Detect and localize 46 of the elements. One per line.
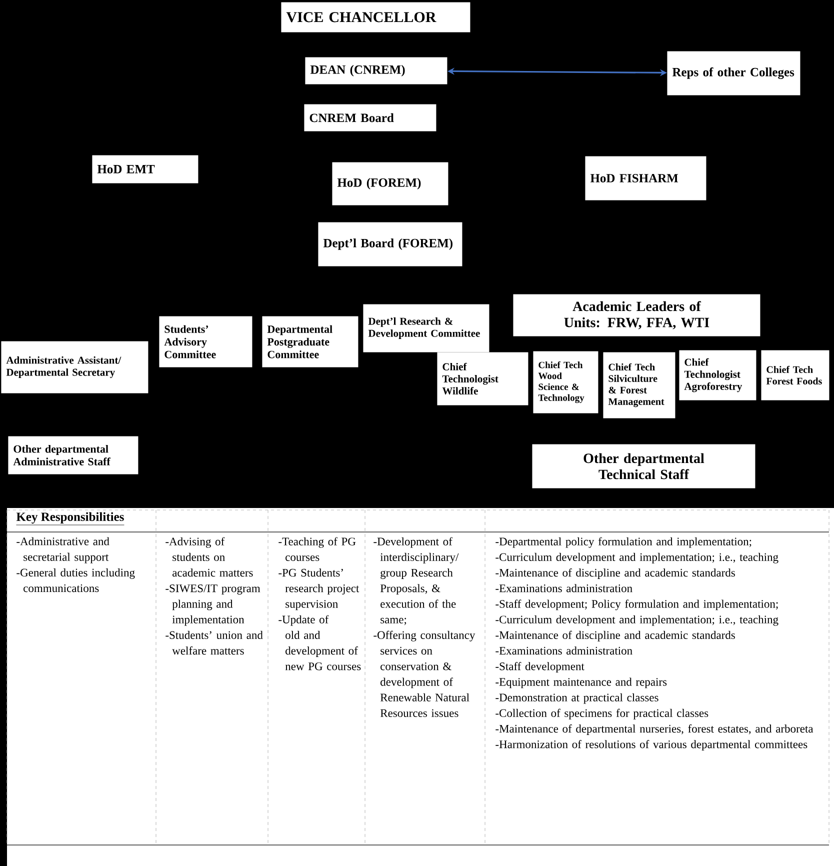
responsibility-item: -Staff development: [496, 662, 584, 673]
responsibility-item: -Maintenance of discipline and academic standards: [496, 568, 735, 579]
responsibility-item: -Teaching of PG courses: [278, 537, 356, 561]
node-label: Chief Technologist Wildlife: [442, 362, 498, 395]
responsibility-item: -Curriculum development and implementation; i.e., teaching: [496, 615, 778, 626]
org-box: HoD (FOREM): [332, 162, 448, 206]
org-box: Other departmental Administrative Staff: [8, 436, 138, 474]
responsibility-item: -Offering consultancy services on conservation & development of Renewable Natural Resources issues: [374, 630, 476, 718]
responsibility-item: -Examinations administration: [496, 646, 632, 655]
responsibility-item: -Advising of students on academic matters: [166, 537, 253, 577]
org-box: Chief Tech Forest Foods: [761, 350, 830, 400]
responsibility-item: -Equipment maintenance and repairs: [496, 678, 667, 688]
org-box: Chief Technologist Agroforestry: [679, 350, 756, 400]
responsibility-item: -Update of old and development of new PG courses: [278, 615, 361, 670]
org-box: Chief Technologist Wildlife: [437, 352, 528, 406]
responsibility-item: -General duties including communications: [16, 568, 135, 592]
org-box: DEAN (CNREM): [305, 57, 448, 84]
responsibility-item: -SIWES/IT program planning and implementation: [166, 584, 260, 626]
org-box: VICE CHANCELLOR: [281, 2, 470, 32]
org-box: Administrative Assistant/ Departmental Secretary: [1, 341, 148, 394]
org-box: Chief Tech Wood Science & Technology: [533, 351, 598, 414]
org-box: Academic Leaders of Units: FRW, FFA, WTI: [513, 294, 760, 336]
org-box: Dept’l Board (FOREM): [318, 222, 462, 266]
org-box: Students’ Advisory Committee: [159, 316, 252, 368]
org-box: Other departmental Technical Staff: [532, 444, 756, 488]
responsibility-item: -Examinations administration: [496, 584, 632, 592]
responsibility-item: -Development of interdisciplinary/ group Research Proposals, & execution of the same;: [374, 537, 459, 626]
org-box: Chief Tech Silviculture & Forest Management: [603, 352, 676, 418]
org-box: Dept’l Research & Development Committee: [363, 304, 490, 352]
responsibility-item: -Demonstration at practical classes: [496, 693, 658, 704]
table-header: Key Responsibilities: [16, 512, 124, 526]
responsibility-item: -Staff development; Policy formulation and implementation;: [496, 600, 778, 610]
responsibility-item: -Harmonization of resolutions of various departmental committees: [496, 740, 808, 751]
responsibility-item: -Maintenance of departmental nurseries, forest estates, and arboreta: [496, 724, 814, 735]
org-box: CNREM Board: [304, 104, 436, 132]
org-box: Departmental Postgraduate Committee: [262, 316, 358, 368]
responsibility-item: -Departmental policy formulation and implementation;: [496, 537, 752, 548]
org-box: HoD EMT: [92, 155, 198, 184]
responsibility-item: -Collection of specimens for practical classes: [496, 708, 708, 720]
responsibility-item: -Curriculum development and implementation; i.e., teaching: [496, 552, 778, 564]
org-box: HoD FISHARM: [585, 156, 706, 200]
responsibility-item: -Administrative and secretarial support: [16, 537, 110, 564]
responsibility-item: -Maintenance of discipline and academic standards: [496, 630, 735, 642]
org-box: Reps of other Colleges: [667, 51, 800, 96]
responsibility-item: -Students’ union and welfare matters: [166, 630, 263, 655]
responsibility-item: -PG Students’ research project supervision: [278, 568, 360, 610]
